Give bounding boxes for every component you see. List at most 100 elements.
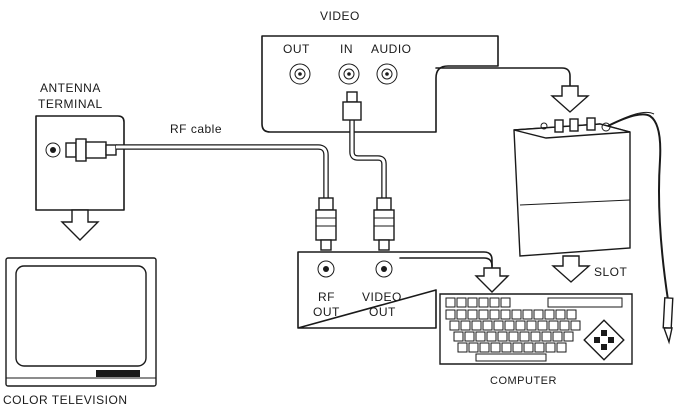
computer-keyboard: COMPUTER [439,293,633,387]
video-out-label: OUT [283,42,310,56]
antenna-panel-outline [35,115,125,211]
keyboard-key [545,342,556,353]
video-audio-label: AUDIO [371,42,412,56]
keyboard-key [556,342,567,353]
keyboard-key [467,297,478,308]
rf-out-plug [315,197,337,251]
keyboard-key [456,309,467,320]
output-panel-outline [297,251,493,329]
keyboard-spacebar [475,353,547,362]
keyboard-key [456,297,467,308]
rf-plug-left [65,138,117,162]
antenna-terminal-panel: ANTENNA TERMINAL [35,81,125,241]
tv-label: COLOR TELEVISION [3,393,127,407]
arrow-down-to-tv-icon [60,209,100,241]
keyboard-key [515,320,526,331]
keyboard-key [541,331,552,342]
keyboard-key [486,331,497,342]
audio-jack [376,63,398,85]
keyboard-key [512,342,523,353]
keyboard-key [508,331,519,342]
keyboard-key [479,342,490,353]
keyboard-key [566,309,577,320]
keyboard-key [570,320,581,331]
keyboard-key [445,309,456,320]
output-to-computer-line [399,257,493,269]
keyboard-key [555,309,566,320]
video-title: VIDEO [320,9,360,23]
keyboard-key [500,297,511,308]
keyboard-key [460,320,471,331]
keyboard-key [519,331,530,342]
keyboard-key [457,342,468,353]
stylus-cable [607,113,669,301]
video-panel-to-adapter-line [435,67,571,87]
keyboard-key [449,320,460,331]
video-out-jack-computer [375,260,393,278]
video-in-jack [338,63,360,85]
rf-out-label-line1: RF [318,290,335,304]
keyboard-key [468,342,479,353]
video-in-label: IN [340,42,353,56]
keyboard-key [497,331,508,342]
stylus-pen [662,297,674,345]
rf-out-jack [317,260,335,278]
video-out-label-line1: VIDEO [362,290,402,304]
video-in-plug [342,91,362,121]
keyboard-key [548,320,559,331]
antenna-label-line2: TERMINAL [38,97,103,111]
keyboard-key [471,320,482,331]
video-out-label-line2: OUT [369,305,396,319]
video-panel: VIDEO OUT IN AUDIO [261,9,590,133]
keyboard-key [500,309,511,320]
keyboard-key [489,297,500,308]
keyboard-key [478,309,489,320]
keyboard-key [501,342,512,353]
keyboard-key [490,342,501,353]
color-television: COLOR TELEVISION [3,257,157,407]
keyboard-key [464,331,475,342]
keyboard-key [522,309,533,320]
keyboard-key [534,342,545,353]
adapter-seam [519,199,631,206]
keyboard-key [526,320,537,331]
video-out-jack [289,63,311,85]
slot-label: SLOT [594,265,628,279]
keyboard-key [504,320,515,331]
keyboard-keys [445,297,623,362]
arrow-down-to-computer-icon [474,267,510,293]
rf-cable: RF cable [116,122,329,198]
keyboard-key [453,331,464,342]
keyboard-key [511,309,522,320]
keyboard-key [482,320,493,331]
rf-cable-label: RF cable [170,122,222,136]
keyboard-key [523,342,534,353]
keyboard-function-bar [547,297,623,308]
adapter-knobs [540,117,611,133]
tv-screen [15,265,147,367]
video-panel-outline [261,35,499,133]
antenna-label-line1: ANTENNA [40,81,101,95]
arrow-down-to-adapter-icon [550,85,590,113]
keyboard-key [544,309,555,320]
tv-controls [96,370,140,377]
keyboard-key [478,297,489,308]
keyboard-key [563,331,574,342]
keyboard-key [552,331,563,342]
adapter-body [513,123,631,257]
computer-output-panel: RF OUT VIDEO OUT [297,251,510,329]
computer-label: COMPUTER [490,375,557,387]
video-out-plug [373,197,395,251]
keyboard-key [445,297,456,308]
video-cable [342,91,387,198]
keyboard-key [489,309,500,320]
cartridge-adapter: SLOT [513,111,674,345]
keyboard-dpad [583,319,625,361]
keyboard-key [493,320,504,331]
arrow-down-to-slot-icon [551,255,591,283]
keyboard-key [533,309,544,320]
keyboard-key [559,320,570,331]
antenna-jack [45,142,61,158]
keyboard-key [467,309,478,320]
